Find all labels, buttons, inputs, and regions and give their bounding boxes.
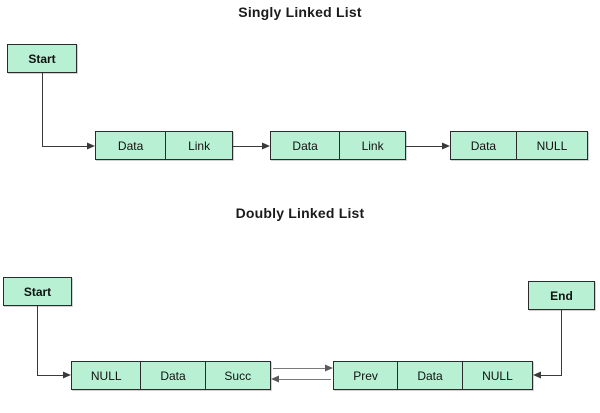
doubly-end-label: End bbox=[550, 288, 573, 303]
doubly-node-1: NULL Data Succ bbox=[71, 361, 271, 390]
doubly-end-connector-horizontal bbox=[535, 375, 562, 376]
singly-node-2: Data Link bbox=[270, 131, 406, 160]
singly-start-connector-horizontal bbox=[42, 146, 93, 147]
doubly-node-2: Prev Data NULL bbox=[333, 361, 533, 390]
doubly-end-connector-vertical bbox=[561, 310, 562, 375]
doubly-node-2-null: NULL bbox=[482, 368, 513, 383]
singly-connector-1-2 bbox=[233, 146, 268, 147]
singly-node-3: Data NULL bbox=[450, 131, 588, 160]
doubly-end-box: End bbox=[528, 281, 595, 310]
singly-connector-2-3 bbox=[406, 146, 448, 147]
singly-start-label: Start bbox=[28, 51, 56, 66]
singly-node-2-link: Link bbox=[361, 138, 384, 153]
doubly-connector-backward bbox=[273, 379, 331, 380]
singly-node-1-data: Data bbox=[96, 132, 167, 159]
doubly-start-connector-vertical bbox=[37, 306, 38, 375]
doubly-node-1-data: Data bbox=[141, 362, 206, 389]
singly-node-2-data: Data bbox=[271, 132, 341, 159]
singly-node-1: Data Link bbox=[95, 131, 233, 160]
doubly-connector-forward bbox=[273, 368, 331, 369]
doubly-start-label: Start bbox=[23, 284, 52, 299]
doubly-node-1-next: Succ bbox=[224, 368, 252, 383]
singly-node-3-null: NULL bbox=[536, 138, 568, 153]
singly-start-connector-vertical bbox=[42, 73, 43, 146]
doubly-start-connector-horizontal bbox=[37, 375, 69, 376]
doubly-linked-list-title: Doubly Linked List bbox=[235, 205, 365, 221]
doubly-start-box: Start bbox=[3, 277, 72, 306]
singly-node-1-link: Link bbox=[188, 138, 211, 153]
doubly-node-2-prev: Prev bbox=[334, 362, 399, 389]
singly-start-box: Start bbox=[7, 44, 77, 73]
doubly-node-2-data: Data bbox=[398, 362, 463, 389]
singly-linked-list-title: Singly Linked List bbox=[238, 4, 362, 20]
singly-node-3-data: Data bbox=[451, 132, 517, 159]
doubly-node-1-prev: NULL bbox=[72, 362, 142, 389]
